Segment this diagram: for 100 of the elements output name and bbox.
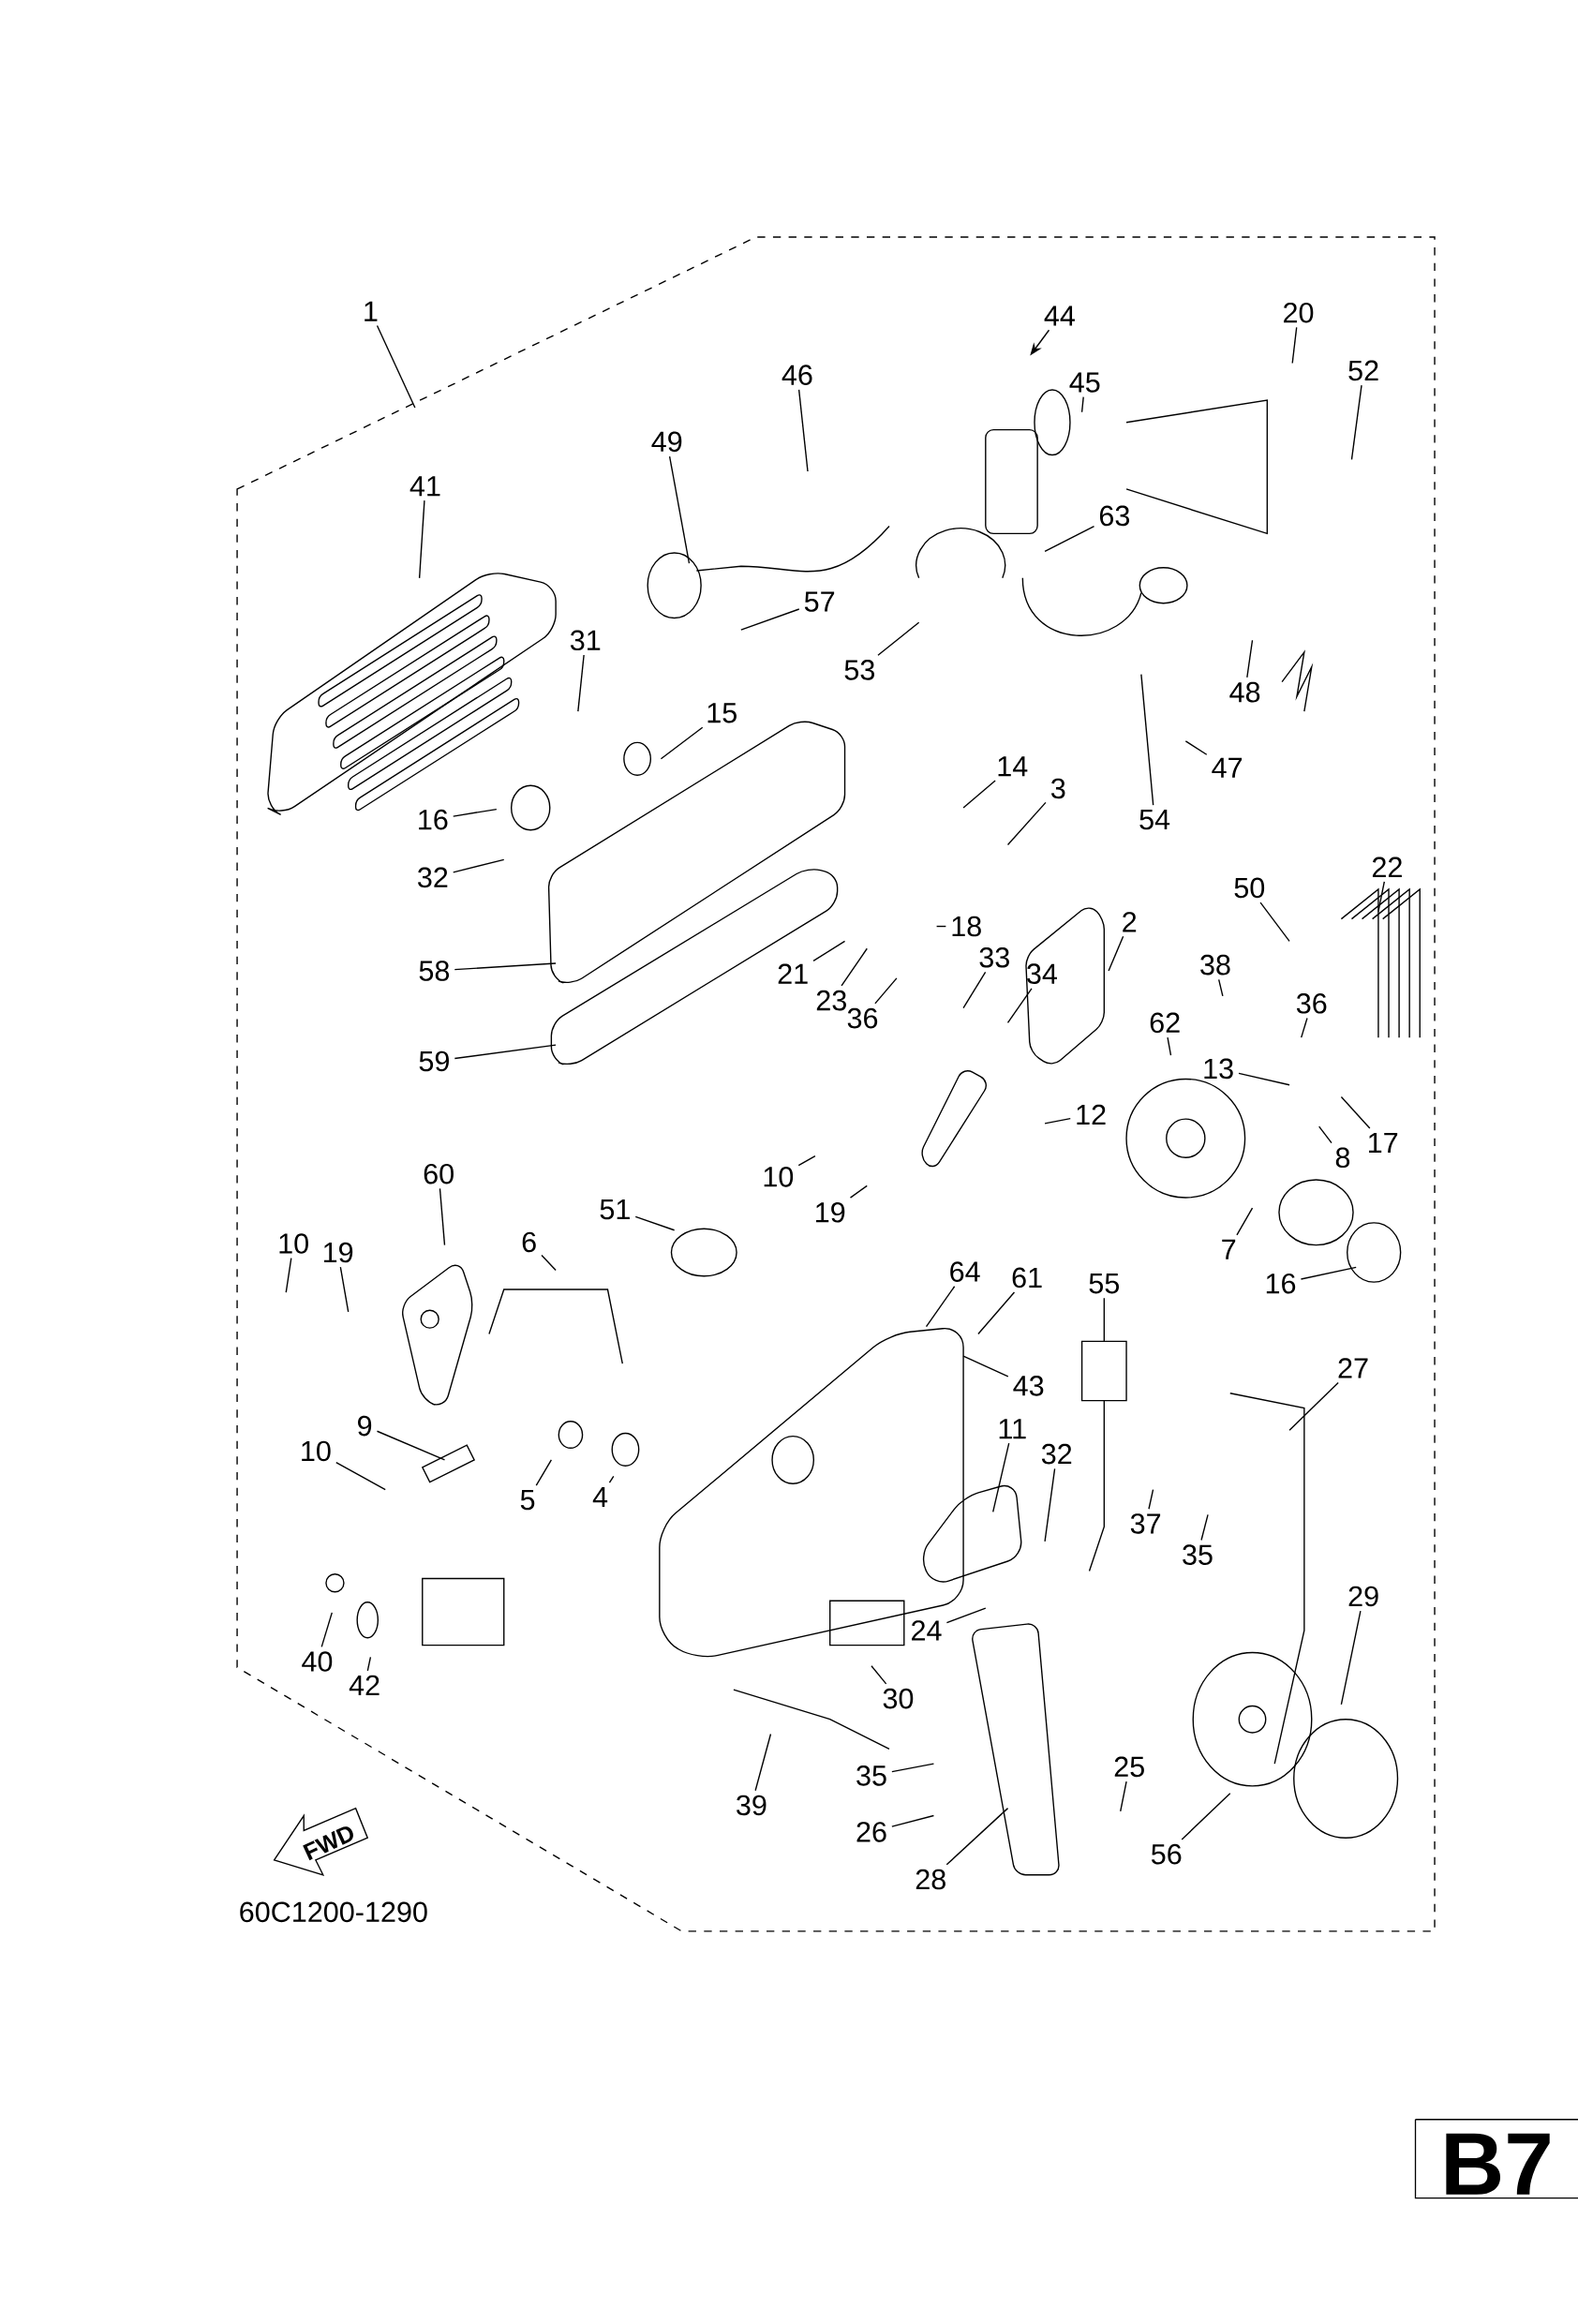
leader-line (797, 389, 809, 472)
callout-number: 62 (1150, 1012, 1180, 1034)
leader-line (1139, 673, 1154, 806)
leader-line (1245, 639, 1253, 678)
callout-number: 52 (1348, 360, 1378, 381)
callout-number: 37 (1130, 1513, 1160, 1534)
callout-number: 61 (1012, 1267, 1042, 1289)
callout-number: 46 (782, 365, 812, 385)
leader-line (439, 1187, 445, 1246)
leader-line (1340, 1095, 1371, 1129)
callout-number: 12 (1077, 1104, 1106, 1125)
callout-number: 14 (998, 756, 1028, 777)
leader-line (1200, 1513, 1209, 1542)
leader-line (1300, 1017, 1308, 1038)
callout-number: 16 (418, 809, 448, 830)
callout-number: 25 (1114, 1756, 1144, 1778)
callout-number: 32 (1041, 1443, 1071, 1465)
leader-line (1340, 1610, 1362, 1706)
callout-number: 10 (302, 1440, 331, 1462)
callout-number: 29 (1348, 1586, 1378, 1607)
callout-number: 10 (279, 1233, 308, 1254)
callout-number: 16 (1266, 1273, 1295, 1294)
callout-number: 59 (419, 1050, 449, 1072)
leader-line (890, 1814, 934, 1827)
callout-number: 8 (1335, 1147, 1349, 1169)
callout-number: 18 (952, 916, 981, 937)
leader-line (1044, 525, 1094, 553)
leader-line (376, 324, 416, 409)
leader-line (935, 925, 946, 928)
callout-number: 5 (520, 1490, 535, 1511)
leader-line (962, 1355, 1009, 1378)
callout-number: 38 (1199, 954, 1230, 976)
part-number: 60C1200-1290 (240, 1901, 427, 1923)
leader-line (1148, 1488, 1154, 1510)
callout-number: 39 (736, 1795, 767, 1816)
callout-number: 19 (815, 1202, 845, 1223)
leader-line (991, 1442, 1010, 1512)
leader-line (1080, 395, 1084, 413)
leader-line (452, 808, 498, 817)
callout-number: 58 (419, 961, 449, 981)
callout-number: 6 (522, 1231, 536, 1253)
leader-line (945, 1607, 987, 1624)
leader-line (754, 1733, 771, 1792)
leader-line (339, 1266, 350, 1313)
callout-number: 31 (570, 630, 601, 651)
leader-line (1259, 901, 1290, 943)
callout-number: 41 (409, 476, 440, 497)
callout-number: 13 (1204, 1058, 1233, 1080)
leader-line (1108, 935, 1124, 972)
leader-line (366, 1656, 371, 1672)
leader-line (608, 1475, 615, 1483)
leader-line (1044, 1467, 1056, 1542)
leader-line (535, 1459, 552, 1486)
leader-line (1044, 1117, 1071, 1125)
leader-line (1119, 1780, 1127, 1812)
leader-line (739, 608, 800, 631)
callout-number: 27 (1338, 1358, 1368, 1378)
callout-number: 7 (1222, 1239, 1235, 1259)
callout-number: 19 (323, 1242, 352, 1263)
callout-number: 2 (1123, 912, 1136, 932)
leader-line (285, 1258, 292, 1293)
callout-number: 63 (1099, 505, 1129, 527)
callout-number: 54 (1139, 810, 1169, 830)
page-code: B7 (1446, 2133, 1550, 2195)
callout-number: 15 (707, 703, 737, 723)
leader-line (1167, 1036, 1171, 1056)
leader-line (1350, 384, 1362, 460)
callout-number: 17 (1368, 1132, 1397, 1153)
callout-number: 35 (856, 1765, 886, 1786)
leader-line (1317, 1125, 1332, 1144)
callout-number: 53 (844, 660, 874, 680)
leader-line (634, 1215, 676, 1231)
callout-number: 51 (600, 1199, 630, 1220)
callout-number: 56 (1151, 1843, 1182, 1865)
callout-number: 44 (1044, 305, 1075, 326)
callout-number: 42 (349, 1675, 380, 1695)
leader-line (1288, 1381, 1339, 1431)
leader-line (962, 971, 987, 1009)
leader-line (877, 621, 920, 656)
callout-number: 21 (778, 963, 808, 984)
leader-line (660, 726, 704, 760)
callout-number: 43 (1013, 1376, 1044, 1396)
leader-line (376, 1430, 445, 1461)
callout-number: 28 (916, 1869, 945, 1890)
callout-number: 64 (950, 1261, 980, 1282)
callout-number: 1 (365, 301, 378, 321)
callout-number: 50 (1234, 877, 1264, 899)
callout-number: 55 (1089, 1274, 1119, 1294)
callout-number: 57 (804, 591, 834, 612)
callout-number: 60 (424, 1163, 454, 1184)
leader-line (1217, 978, 1224, 997)
callout-number: 9 (357, 1415, 371, 1437)
callout-number: 40 (301, 1651, 333, 1672)
callout-number: 45 (1069, 372, 1100, 393)
callout-number: 22 (1372, 857, 1402, 877)
leader-line (1184, 740, 1208, 755)
leader-line (454, 962, 557, 971)
callout-number: 30 (883, 1688, 914, 1709)
leader-line (454, 1044, 557, 1060)
callout-number: 3 (1050, 778, 1065, 799)
